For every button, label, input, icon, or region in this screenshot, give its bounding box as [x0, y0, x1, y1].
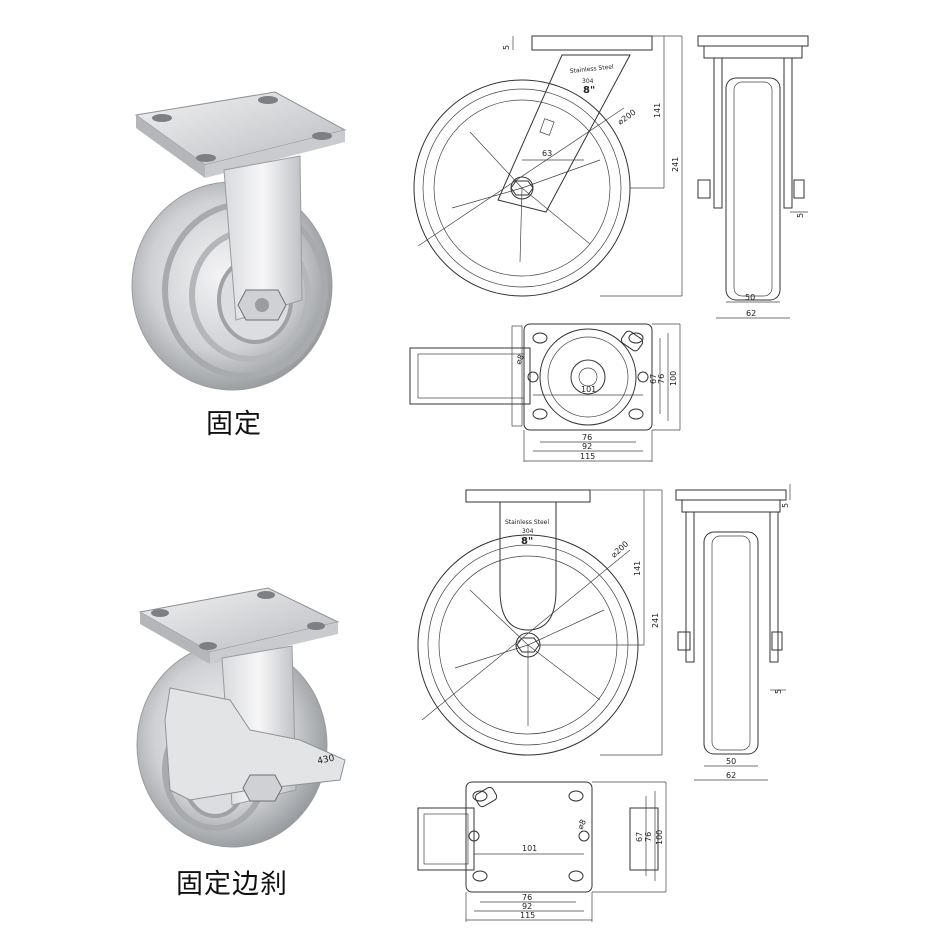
dim-hole-span-bottom: 101 — [522, 844, 537, 853]
dim-plate-thick-a: 5 — [502, 45, 511, 50]
dim-height-total-b: 241 — [651, 613, 660, 628]
plate-grade-a: 304 — [582, 78, 594, 85]
dim-wheel-dia-a: ⌀200 — [616, 108, 638, 127]
plate-size-b: 8" — [521, 536, 533, 547]
brake-front-view: 50 62 5 5 — [675, 484, 791, 781]
dim-frame-width-b: 62 — [726, 771, 736, 780]
dim-v100-top: 100 — [669, 371, 678, 386]
brake-label: 430 — [317, 754, 336, 767]
dim-span-76-bottom: 76 — [522, 893, 532, 902]
dim-wheel-width-a: 50 — [745, 293, 755, 302]
dim-wheel-width-b: 50 — [726, 757, 736, 766]
caption-fixed-side-brake: 固定边刹 — [176, 869, 288, 900]
fixed-top-view: 101 ⌀8 76 92 115 67 76 100 — [409, 323, 681, 462]
plate-grade-b: 304 — [522, 528, 534, 535]
dim-height-total-a: 241 — [671, 157, 680, 172]
plate-material-a: Stainless Steel — [569, 63, 614, 75]
dim-span-92-top: 92 — [582, 442, 592, 451]
brake-caster-render: 430 — [136, 587, 346, 848]
dim-frame-width-a: 62 — [746, 309, 756, 318]
dim-plate-thick-b: 5 — [781, 503, 790, 508]
dim-v76-top: 76 — [657, 374, 666, 384]
fixed-front-view: 50 62 5 — [697, 35, 809, 319]
plate-material-b: Stainless Steel — [505, 519, 549, 526]
dim-span-92-bottom: 92 — [522, 902, 532, 911]
brake-top-view: 101 ⌀8 76 92 115 67 76 100 — [417, 781, 667, 922]
caption-fixed: 固定 — [206, 409, 262, 440]
dim-height-axle-b: 141 — [633, 561, 642, 576]
brake-side-view: Stainless Steel 304 8" ⌀200 141 241 — [417, 489, 663, 756]
dim-height-axle-a: 141 — [653, 103, 662, 118]
dim-span-76-top: 76 — [582, 433, 592, 442]
dim-v67-top: 67 — [649, 374, 658, 384]
dim-span-115-top: 115 — [580, 452, 595, 461]
dim-v76-bottom: 76 — [644, 832, 653, 842]
dim-span-115-bottom: 115 — [520, 911, 535, 920]
fixed-side-view: Stainless Steel 304 8" ⌀200 63 5 141 241 — [413, 35, 683, 297]
dim-bolt-offset-a: 5 — [796, 213, 805, 218]
dim-bolt-offset-b: 5 — [774, 689, 783, 694]
dim-wheel-dia-b: ⌀200 — [609, 539, 630, 559]
dim-hole-dia-top: ⌀8 — [514, 353, 526, 366]
fixed-caster-render — [131, 91, 347, 391]
dim-v100-bottom: 100 — [655, 830, 664, 845]
dim-v67-bottom: 67 — [635, 832, 644, 842]
dim-hole-dia-bottom: ⌀8 — [576, 818, 588, 831]
dim-hole-span-top: 101 — [581, 385, 596, 394]
plate-size-a: 8" — [583, 85, 595, 96]
dim-axle-offset: 63 — [542, 149, 552, 158]
